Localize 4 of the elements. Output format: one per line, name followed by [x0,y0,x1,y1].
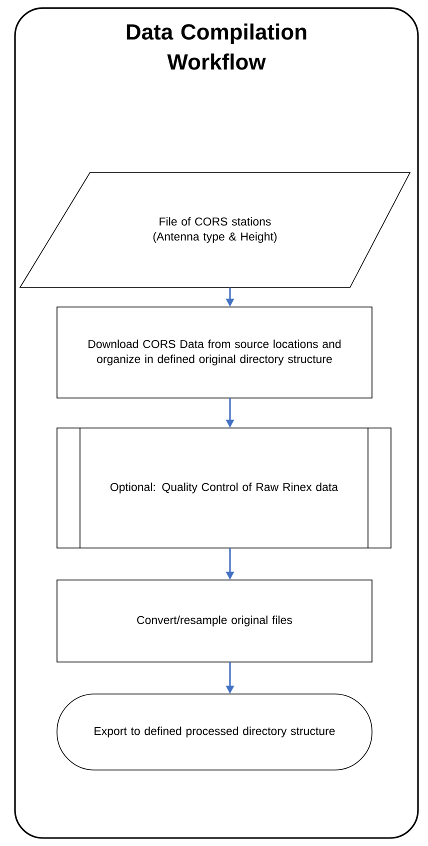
process-box: Download CORS Data from source locations and organize in defined original directory structure [56,306,372,398]
predefined-process-box: Optional: Quality Control of Raw Rinex data [56,428,392,548]
process-box: Convert/resample original files [56,580,372,662]
terminal-box: Export to defined processed directory structure [56,694,372,770]
